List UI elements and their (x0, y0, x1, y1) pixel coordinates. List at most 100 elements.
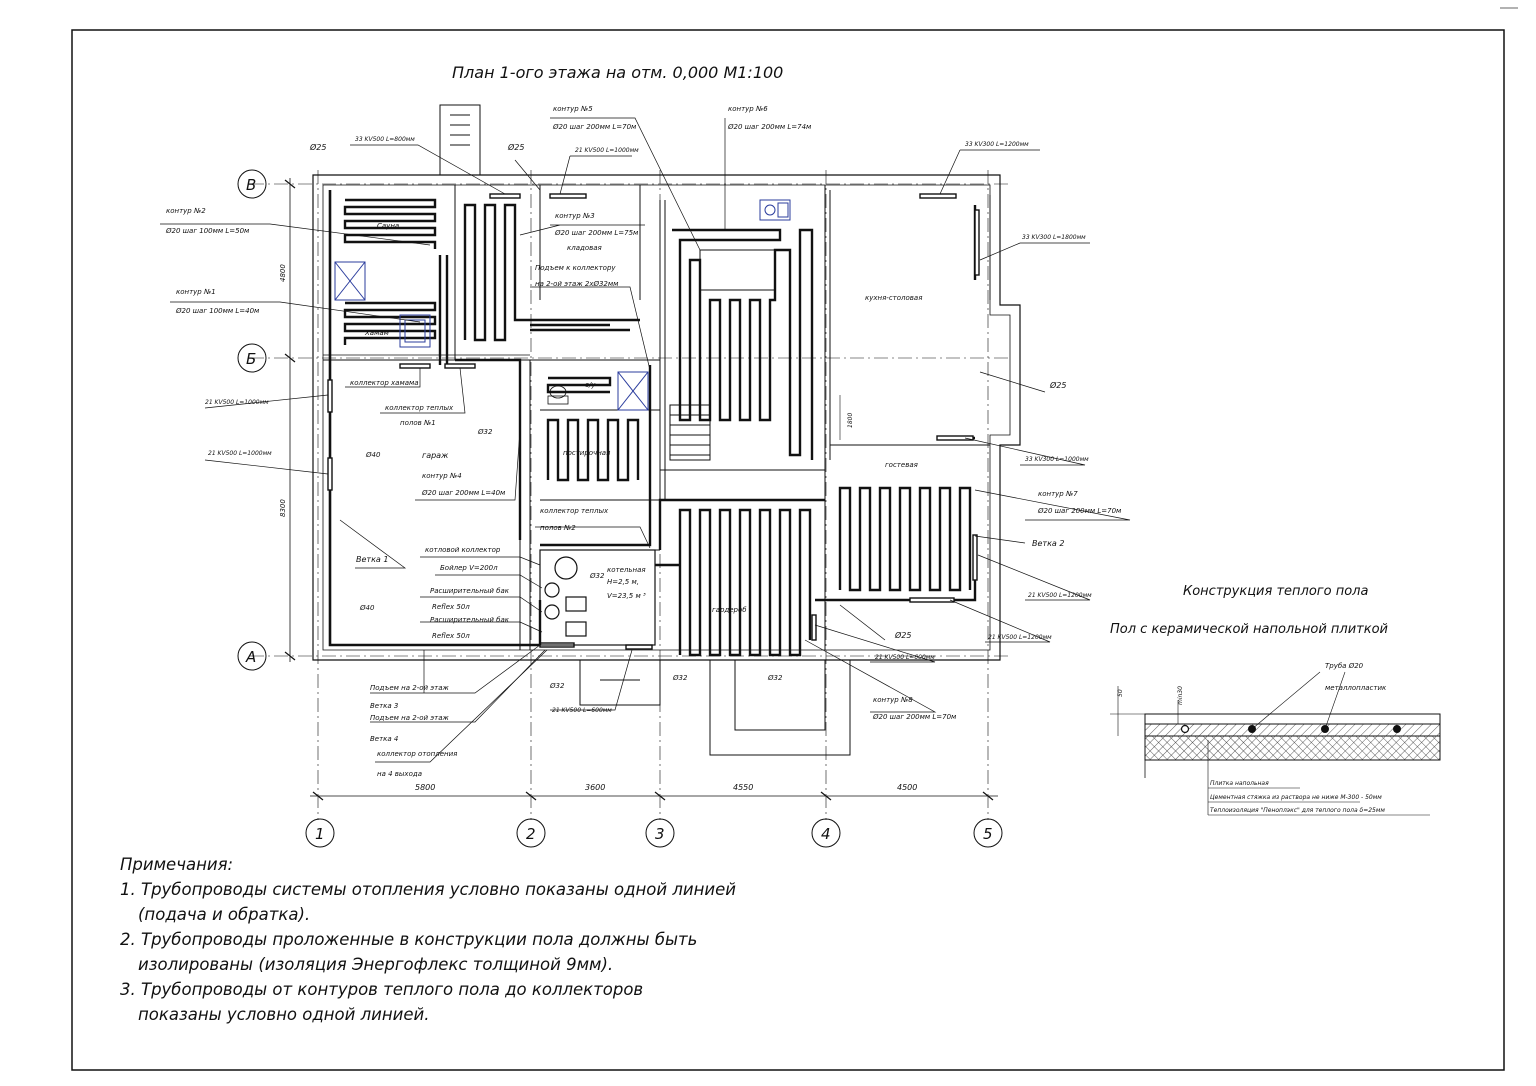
rad5-label: 21 KV500 L=1000мм (205, 399, 269, 406)
axis-col-1: 1 (315, 825, 325, 843)
room-wc: с/у (585, 381, 596, 389)
boiler-equipment (538, 549, 656, 646)
branch3b-label: Подъем на 2-ой этаж (370, 714, 449, 722)
construction-subtitle: Пол с керамической напольной плиткой (1110, 622, 1388, 637)
exp2b-label: Reflex 50л (432, 632, 470, 640)
coll-hamam: коллектор хамама (350, 379, 419, 387)
d32c-label: Ø32 (672, 674, 688, 682)
pipe-label: Труба Ø20 (1325, 662, 1364, 670)
axis-row-v: В (246, 176, 256, 194)
c2-title: контур №2 (166, 207, 206, 215)
c1-title: контур №1 (176, 288, 216, 296)
d40b-label: Ø40 (359, 604, 375, 612)
rad2-label: 21 KV500 L=1000мм (575, 147, 639, 154)
rad8-label: 21 KV500 L=1200мм (1028, 592, 1092, 599)
d32b-label: Ø32 (589, 572, 605, 580)
room-boiler-v: V=23,5 м ³ (607, 592, 646, 600)
construction-title: Конструкция теплого пола (1183, 584, 1368, 599)
rad9-label: 21 KV500 L=1200мм (988, 634, 1052, 641)
room-garage: гараж (422, 451, 449, 460)
dim-30-label: min30 (1177, 686, 1184, 705)
loop-sauna (343, 198, 437, 249)
riser-label: Подъем к коллектору (535, 264, 616, 272)
loop-wardrobe (678, 508, 812, 657)
note-2b: изолированы (изоляция Энергофлекс толщин… (138, 955, 614, 974)
rad4-label: 33 KV300 L=1800мм (1022, 234, 1086, 241)
dim-4500: 4500 (897, 783, 917, 792)
loop-hamam (343, 301, 437, 345)
coll-floor1b: полов №1 (400, 419, 436, 427)
d40a-label: Ø40 (365, 451, 381, 459)
drawing-frame (71, 29, 1505, 1071)
c3-spec: Ø20 шаг 200мм L=75м (554, 229, 639, 237)
coll-floor1a: коллектор теплых (385, 404, 454, 412)
layer3-label: Теплоизоляция "Пеноплэкс" для теплого по… (1210, 807, 1385, 814)
c3-title: контур №3 (555, 212, 595, 220)
loop-storage (463, 203, 640, 342)
notes-block: Примечания: 1. Трубопроводы системы отоп… (120, 852, 820, 1027)
building-walls (312, 104, 1021, 756)
coll-floor2b: полов №2 (540, 524, 576, 532)
note-3b: показаны условно одной линией. (138, 1005, 430, 1024)
boiler-label: Бойлер V=200л (440, 564, 498, 572)
d32d-label: Ø32 (767, 674, 783, 682)
plan-title: План 1-ого этажа на отм. 0,000 М1:100 (452, 63, 783, 82)
room-sauna: Сауна (377, 222, 399, 230)
dim-5800: 5800 (415, 783, 435, 792)
branch2-label: Ветка 2 (1032, 539, 1064, 548)
axis-col-5: 5 (983, 825, 993, 843)
rad7-label: 33 KV300 L=1000мм (1025, 456, 1089, 463)
note-3a: 3. Трубопроводы от контуров теплого пола… (120, 980, 644, 999)
dim-4800: 4800 (279, 264, 287, 282)
note-2a: 2. Трубопроводы проложенные в конструкци… (120, 930, 698, 949)
branch4b-label: коллектор отопления (377, 750, 457, 758)
room-laundry: постирочная (563, 449, 610, 457)
room-wardrobe: гардероб (712, 606, 747, 614)
loop-guest (838, 486, 972, 592)
layer1-label: Плитка напольная (1210, 780, 1269, 787)
branch3a-label: Ветка 3 (370, 702, 398, 710)
room-storage: кладовая (567, 244, 602, 252)
room-hamam: Хамам (364, 329, 390, 337)
note-1b: (подача и обратка). (138, 905, 311, 924)
branch4a-label: Ветка 4 (370, 735, 398, 743)
leader-lines (160, 117, 1131, 763)
d25d-label: Ø25 (894, 630, 911, 640)
dim-8300: 8300 (279, 499, 287, 517)
room-boiler-h: Н=2,5 м, (607, 578, 639, 586)
d32e-label: Ø32 (549, 682, 565, 690)
branch4c-label: на 4 выхода (377, 770, 422, 778)
loop-wc (546, 376, 612, 394)
c4-title: контур №4 (422, 472, 462, 480)
axis-row-b: Б (246, 350, 256, 368)
coll-floor2a: коллектор теплых (540, 507, 609, 515)
exp1-label: Расширительный бак (430, 587, 510, 595)
dim-1800: 1800 (847, 413, 854, 428)
plumbing-fixtures (334, 199, 791, 411)
dim-4550: 4550 (733, 783, 753, 792)
c7-spec: Ø20 шаг 200мм L=70м (1037, 507, 1122, 515)
c8-spec: Ø20 шаг 200мм L=70м (872, 713, 957, 721)
c8-title: контур №8 (873, 696, 913, 704)
c7-title: контур №7 (1038, 490, 1078, 498)
heating-loops (343, 198, 977, 657)
wc-fixture (547, 385, 569, 405)
d25b-label: Ø25 (507, 142, 524, 152)
loop-laundry (546, 418, 640, 482)
rad10-label: 21 KV500 L=600мм (875, 654, 935, 661)
dim-50-label: 50 (1117, 689, 1124, 697)
boiler-coll: котловой коллектор (425, 546, 501, 554)
material-label: металлопластик (1325, 684, 1387, 692)
axis-col-4: 4 (821, 825, 831, 843)
c4-spec: Ø20 шаг 200мм L=40м (421, 489, 506, 497)
loop-kitchen (672, 228, 814, 460)
axis-col-2: 2 (526, 825, 536, 843)
radiators (327, 193, 980, 650)
c6-title: контур №6 (728, 105, 768, 113)
riser2-label: на 2-ой этаж 2хØ32мм (535, 280, 619, 288)
room-boiler: котельная (607, 566, 646, 574)
d25c-label: Ø25 (1049, 380, 1066, 390)
rad3-label: 33 KV300 L=1200мм (965, 141, 1029, 148)
c2-spec: Ø20 шаг 100мм L=50м (165, 227, 250, 235)
